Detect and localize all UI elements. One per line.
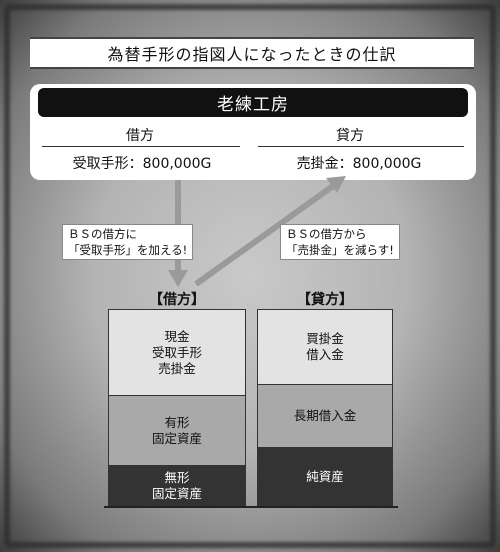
block-line: 無形: [164, 469, 190, 485]
credit-label: 貸方: [336, 128, 364, 144]
bs-debit-current-assets: 現金 受取手形 売掛金: [108, 309, 246, 396]
bs-baseline: [104, 506, 398, 508]
debit-divider: [42, 146, 240, 147]
up-arrow: [194, 176, 346, 287]
block-line: 受取手形: [151, 344, 202, 360]
bs-credit-long-term-liabilities: 長期借入金: [257, 384, 393, 448]
block-line: 純資産: [306, 468, 344, 484]
page-title: 為替手形の指図人になったときの仕訳: [30, 37, 474, 69]
company-name: 老練工房: [38, 88, 468, 117]
block-line: 借入金: [306, 347, 344, 362]
block-line: 買掛金: [306, 331, 344, 346]
bs-debit-intangible-assets: 無形 固定資産: [108, 465, 246, 506]
block-line: 現金: [164, 328, 190, 344]
bs-debit-tangible-assets: 有形 固定資産: [108, 395, 246, 466]
debit-note-line1: ＢＳの借方に: [68, 227, 137, 241]
credit-note-line1: ＢＳの借方から: [286, 227, 367, 241]
credit-entry: 売掛金：800,000G: [296, 156, 422, 172]
journal-entry-box: 老練工房 借方 貸方 受取手形：800,000G 売掛金：800,000G: [30, 84, 476, 180]
bs-debit-heading: 【借方】: [149, 292, 205, 308]
block-line: 売掛金: [158, 360, 196, 376]
torn-edge-frame: [4, 4, 496, 548]
bs-credit-current-liabilities: 買掛金 借入金: [257, 309, 393, 385]
bs-credit-heading: 【貸方】: [297, 292, 353, 308]
debit-note-line2: 「受取手形」を加える!: [68, 243, 188, 257]
block-line: 固定資産: [151, 485, 202, 501]
credit-note: ＢＳの借方から 「売掛金」を減らす!: [280, 224, 400, 260]
block-line: 固定資産: [151, 430, 202, 446]
credit-divider: [258, 146, 464, 147]
block-line: 有形: [164, 414, 190, 430]
debit-entry: 受取手形：800,000G: [72, 156, 212, 172]
block-line: 長期借入金: [293, 408, 357, 423]
credit-note-line2: 「売掛金」を減らす!: [286, 243, 394, 257]
debit-label: 借方: [126, 128, 154, 144]
debit-note: ＢＳの借方に 「受取手形」を加える!: [62, 224, 194, 260]
bs-credit-net-assets: 純資産: [257, 447, 393, 506]
